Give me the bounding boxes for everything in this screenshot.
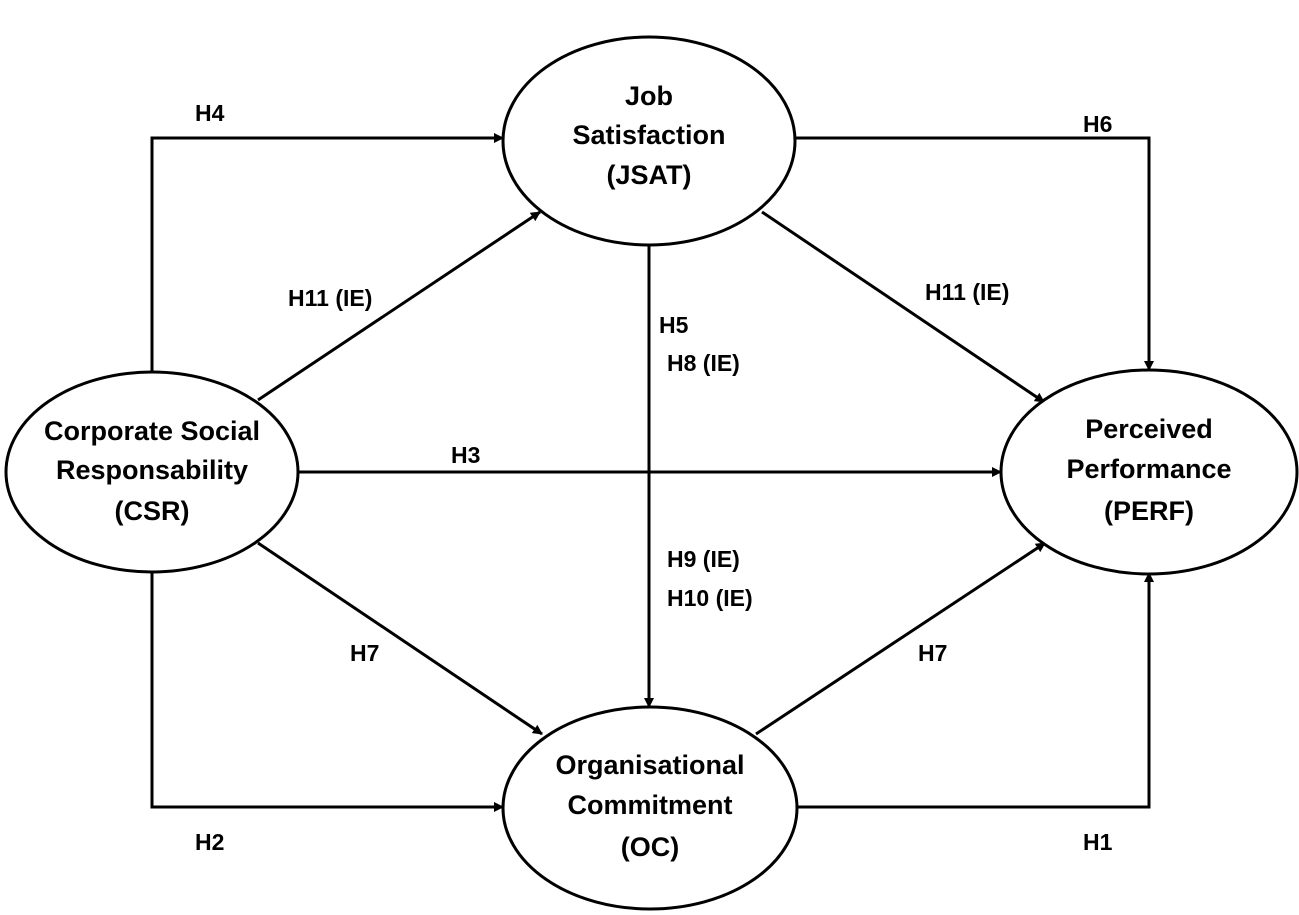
label-h2: H2 xyxy=(195,829,224,855)
node-jsat-ellipse xyxy=(501,35,797,247)
edge-jsat-perf-h11 xyxy=(761,210,1045,404)
node-jsat: Job Satisfaction (JSAT) xyxy=(501,35,797,247)
edge-csr-oc-h2 xyxy=(150,572,504,812)
node-perf: Perceived Performance (PERF) xyxy=(999,368,1299,576)
node-oc-ellipse xyxy=(501,705,799,911)
label-h11-right: H11 (IE) xyxy=(925,279,1009,305)
node-csr-line-2: Responsability xyxy=(56,455,248,485)
label-h4: H4 xyxy=(195,100,225,126)
node-jsat-line-2: Satisfaction xyxy=(572,120,725,150)
edge-oc-perf-h1 xyxy=(797,572,1154,809)
edges xyxy=(150,133,1154,812)
node-jsat-line-3: (JSAT) xyxy=(607,160,692,190)
node-perf-line-1: Perceived xyxy=(1085,414,1213,444)
node-jsat-line-1: Job xyxy=(625,81,673,111)
edge-csr-jsat-h4 xyxy=(150,133,504,372)
node-perf-ellipse xyxy=(999,368,1299,576)
node-perf-line-2: Performance xyxy=(1066,454,1231,484)
node-oc-line-3: (OC) xyxy=(621,832,679,862)
label-h6: H6 xyxy=(1083,111,1112,137)
node-csr-ellipse xyxy=(4,370,300,574)
node-csr: Corporate Social Responsability (CSR) xyxy=(4,370,300,574)
node-oc-line-1: Organisational xyxy=(555,750,744,780)
label-h10: H10 (IE) xyxy=(667,585,753,611)
label-h8: H8 (IE) xyxy=(667,350,740,376)
node-csr-line-3: (CSR) xyxy=(115,496,190,526)
edge-jsat-perf-h6 xyxy=(795,136,1154,371)
node-oc-line-2: Commitment xyxy=(567,790,732,820)
label-h5: H5 xyxy=(659,312,689,338)
label-h9: H9 (IE) xyxy=(667,546,740,572)
node-oc: Organisational Commitment (OC) xyxy=(501,705,799,911)
edge-oc-perf-h7 xyxy=(755,541,1046,736)
node-perf-line-3: (PERF) xyxy=(1104,496,1194,526)
label-h1: H1 xyxy=(1083,829,1113,855)
edge-csr-jsat-h11 xyxy=(257,210,541,402)
edge-csr-oc-h7 xyxy=(257,541,543,736)
label-h11-left: H11 (IE) xyxy=(288,285,372,311)
node-csr-line-1: Corporate Social xyxy=(44,416,260,446)
label-h7-left: H7 xyxy=(350,640,379,666)
label-h3: H3 xyxy=(451,442,480,468)
label-h7-right: H7 xyxy=(918,640,947,666)
edge-labels: H4 H6 H11 (IE) H11 (IE) H5 H8 (IE) H3 H9… xyxy=(195,100,1113,855)
